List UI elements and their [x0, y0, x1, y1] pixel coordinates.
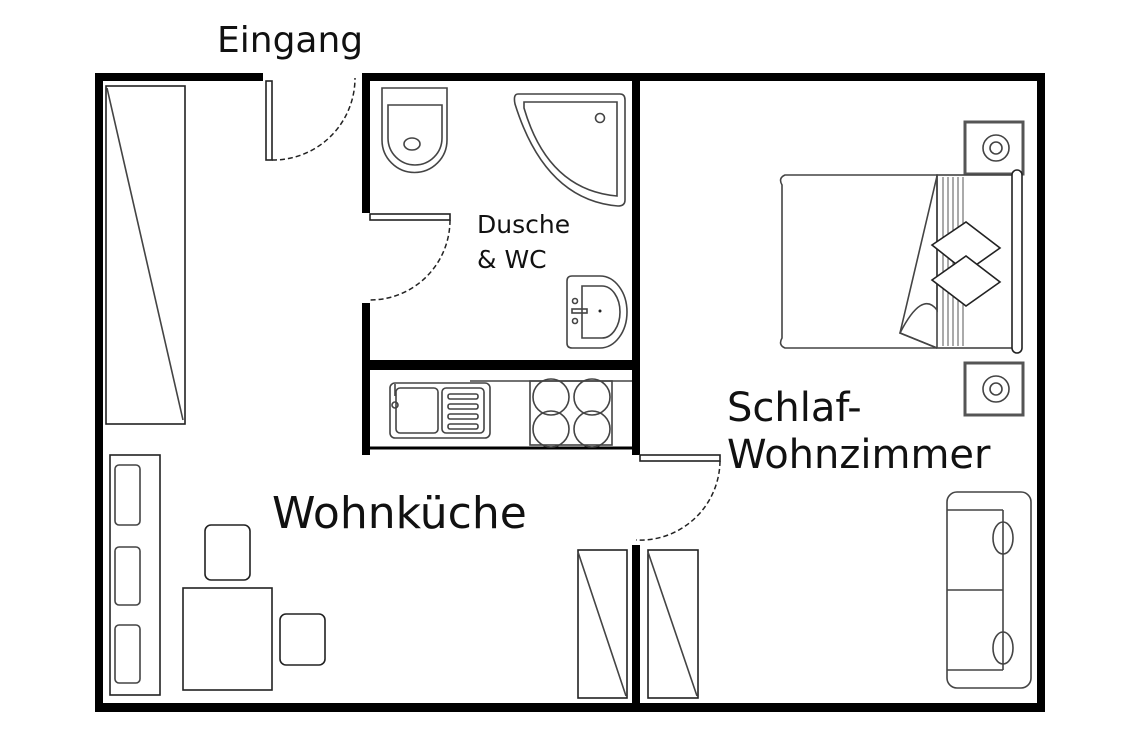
label-bedroom-line1: Schlaf-	[727, 385, 862, 431]
washbasin	[566, 275, 628, 349]
label-entrance: Eingang	[217, 20, 363, 61]
chair-right	[279, 613, 326, 666]
walls	[95, 73, 1045, 712]
toilet	[381, 87, 448, 174]
shower	[513, 93, 626, 207]
bathroom-door	[369, 213, 451, 301]
label-kitchen-living: Wohnküche	[272, 488, 527, 539]
double-bed	[779, 169, 1023, 354]
label-bedroom-line2: Wohnzimmer	[727, 432, 991, 478]
stove	[470, 378, 632, 448]
label-bathroom-line1: Dusche	[477, 210, 570, 239]
dining-table	[182, 587, 273, 691]
wardrobe-left	[105, 85, 186, 425]
label-bathroom-line2: & WC	[477, 245, 547, 274]
bench	[109, 454, 161, 696]
entrance-door	[265, 77, 356, 161]
bedroom-door	[635, 454, 721, 541]
nightstand-bottom	[963, 361, 1025, 417]
wardrobe-bottom-left	[577, 549, 628, 699]
chair-top	[204, 524, 251, 581]
nightstand-top	[963, 120, 1025, 176]
sofa	[946, 491, 1032, 689]
wardrobe-bottom-right	[647, 549, 699, 699]
kitchen-sink	[389, 382, 491, 439]
